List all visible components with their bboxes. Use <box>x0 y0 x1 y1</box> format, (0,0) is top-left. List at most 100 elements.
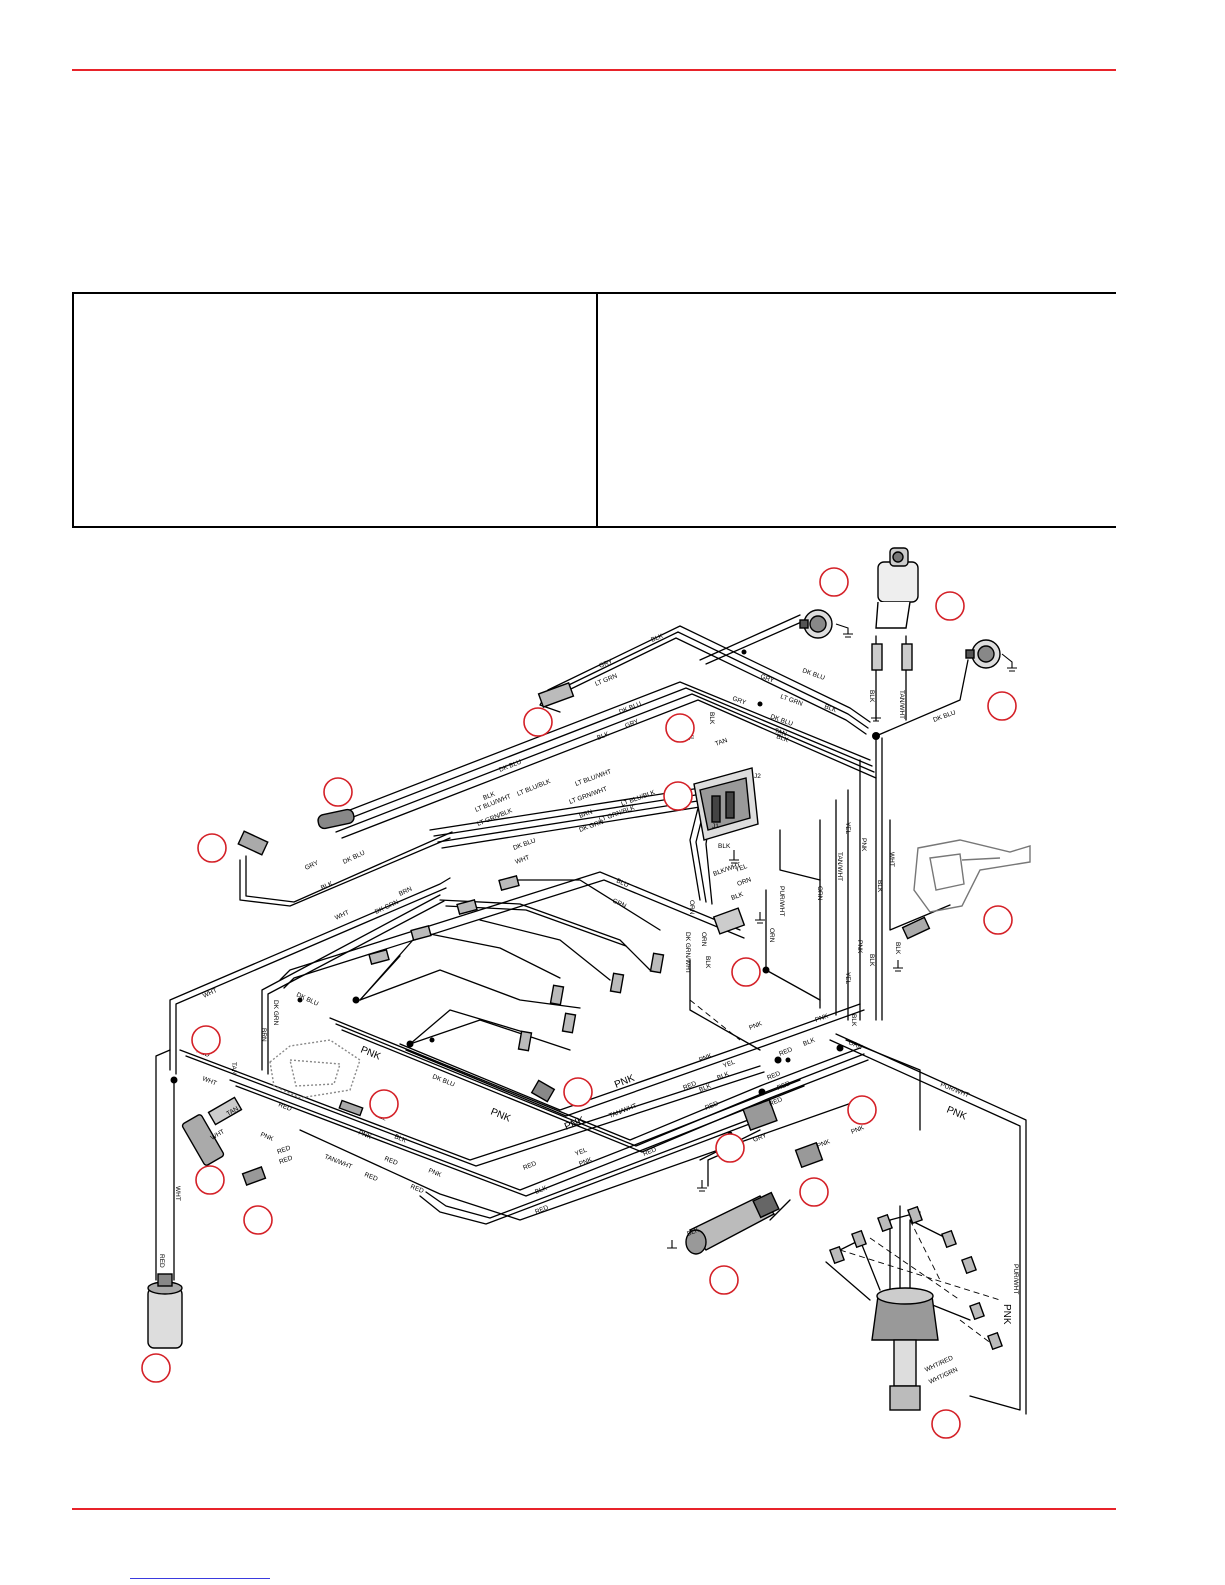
ignition-coil <box>147 1273 183 1349</box>
wire-label-yel-ecm: YEL <box>734 863 748 874</box>
spark-plugs <box>829 1205 1003 1351</box>
sensor-bottom-left <box>241 1166 267 1186</box>
wire-label-wht-left: WHT <box>334 909 350 922</box>
injector-harness <box>359 799 821 1051</box>
wire-label-blk-pnk: BLK <box>716 1071 731 1082</box>
wire-label-gry-pump: GRY <box>752 1132 768 1144</box>
wire-label-brn-vertical: BRN <box>260 1028 267 1042</box>
wire-label-pnk-right2: PNK <box>698 1052 714 1064</box>
top-rule <box>72 69 1116 71</box>
wire-label-blk-tan: BLK <box>708 712 715 725</box>
wire-label-pnk-relay3: PNK <box>816 1138 832 1150</box>
wire-label-red-left5: RED <box>409 1183 425 1195</box>
wire-label-blk-j1: BLK <box>718 843 731 850</box>
wire-label-blk-relay2: BLK <box>850 1014 857 1027</box>
footer-link-underline[interactable] <box>130 1578 270 1579</box>
wire-label-blk-relay: BLK <box>802 1037 817 1048</box>
callout-9 <box>983 905 1013 935</box>
oil-pressure-sender <box>799 609 833 639</box>
wire-label-dk-blu-left: DK BLU <box>342 849 367 865</box>
ecm-module <box>693 767 759 841</box>
wire-label-lt-blu-blk-upper: LT BLU/BLK <box>516 778 552 798</box>
wire-label-yel-bottom: YEL <box>574 1147 588 1158</box>
wire-label-pur-wht-dist: PUR/WHT <box>1012 1264 1019 1294</box>
wire-label-dk-blu-sender: DK BLU <box>932 709 957 724</box>
connector-label-j1: J1 <box>712 823 719 830</box>
wire-label-wht-far-left: WHT <box>202 987 218 1000</box>
wire-label-red-left3: RED <box>383 1155 399 1167</box>
top-harness <box>239 614 877 907</box>
callout-15 <box>715 1133 745 1163</box>
wire-label-red-center2: RED <box>704 1100 720 1112</box>
wire-label-lt-blu-blk: LT BLU/BLK <box>620 789 656 808</box>
wire-label-blk-ecm: BLK <box>730 891 745 902</box>
ground-symbols <box>667 623 1017 1249</box>
wire-label-blk-upper: BLK <box>482 791 497 802</box>
callout-3 <box>987 691 1017 721</box>
callout-11 <box>191 1025 221 1055</box>
wire-label-dk-blu-right: DK BLU <box>801 667 826 682</box>
wire-label-wht-left2: WHT <box>201 1075 217 1087</box>
callout-2 <box>935 591 965 621</box>
wire-label-orn-ecm2: ORN <box>700 932 707 947</box>
wire-label-red-left2: RED <box>277 1101 293 1113</box>
wire-label-yel-right: YEL <box>722 1059 736 1070</box>
wire-label-red-left7: RED <box>278 1155 294 1166</box>
wire-label-dk-grn-j1: DK GRN <box>578 819 604 834</box>
wire-label-gry-top: GRY <box>598 658 614 670</box>
wire-label-blk-bottom: BLK <box>534 1185 549 1196</box>
wire-label-brn-j1: BRN <box>578 809 594 820</box>
wire-label-blk-mid: BLK <box>596 731 611 742</box>
wire-label-gry-mid2: GRY <box>624 718 640 730</box>
wire-label-blk-vertical2: BLK <box>868 954 875 967</box>
wire-label-wht-j1: WHT <box>514 854 530 866</box>
sensor-right-lower <box>901 916 931 940</box>
wire-label-blk-ground-ecm: BLK <box>704 956 711 969</box>
bottom-rule <box>72 1508 1116 1510</box>
callout-6 <box>323 777 353 807</box>
callout-14 <box>847 1095 877 1125</box>
fluid-reservoir <box>871 547 919 671</box>
wire-label-blk-pump2: BLK <box>686 1227 701 1238</box>
wire-label-dk-blu-j2: DK BLU <box>769 713 794 728</box>
relay-pair <box>742 1098 824 1169</box>
callout-13 <box>369 1089 399 1119</box>
wire-label-dk-blu-mid: DK BLU <box>618 700 643 715</box>
legend-table <box>72 292 1116 528</box>
callout-17 <box>799 1177 829 1207</box>
temp-sender <box>530 1079 556 1103</box>
wire-label-orn-vertical2: ORN <box>768 928 775 943</box>
wire-label-gry-left: GRY <box>304 859 320 872</box>
wire-label-orn-ecm3: ORN <box>736 876 752 888</box>
wire-label-blk-reservoir: BLK <box>868 690 875 703</box>
wire-label-dk-blu-bottom: DK BLU <box>431 1073 456 1088</box>
wire-label-tan-left2: TAN <box>230 1062 237 1075</box>
wire-label-pnk-left2: PNK <box>357 1129 373 1141</box>
wire-label-blu: BLU <box>615 877 630 889</box>
wire-label-red-left4: RED <box>363 1171 379 1183</box>
wire-label-pnk-lower: PNK <box>359 1045 382 1063</box>
wire-label-gry-right: GRY <box>759 673 775 685</box>
wire-label-yel-vertical: YEL <box>844 822 851 835</box>
wire-label-lt-grn-top: LT GRN <box>594 673 618 688</box>
wire-label-pnk-center: PNK <box>613 1073 636 1091</box>
main-connector-left <box>181 1096 243 1166</box>
callout-7 <box>663 781 693 811</box>
distributor <box>871 1287 939 1411</box>
wire-label-blk-vertical: BLK <box>876 880 883 893</box>
wire-label-blk-vertical3: BLK <box>894 942 901 955</box>
callout-5 <box>665 713 695 743</box>
wire-label-blk-top: BLK <box>650 633 665 644</box>
wire-label-pnk-right3: PNK <box>945 1105 968 1123</box>
wire-label-red-bottom3: RED <box>534 1204 550 1216</box>
callout-8 <box>197 833 227 863</box>
wire-label-dk-grn-vertical: DK GRN <box>272 1000 279 1026</box>
wire-label-lt-grn-right: LT GRN <box>779 693 804 708</box>
wire-label-pnk-relay: PNK <box>814 1013 830 1024</box>
wire-label-grn: GRN <box>611 897 627 910</box>
wire-label-red-bottom: RED <box>522 1160 538 1172</box>
wire-label-wht-vertical: WHT <box>888 852 895 867</box>
wire-label-blk-left: BLK <box>320 880 335 892</box>
callouts <box>141 567 1017 1439</box>
